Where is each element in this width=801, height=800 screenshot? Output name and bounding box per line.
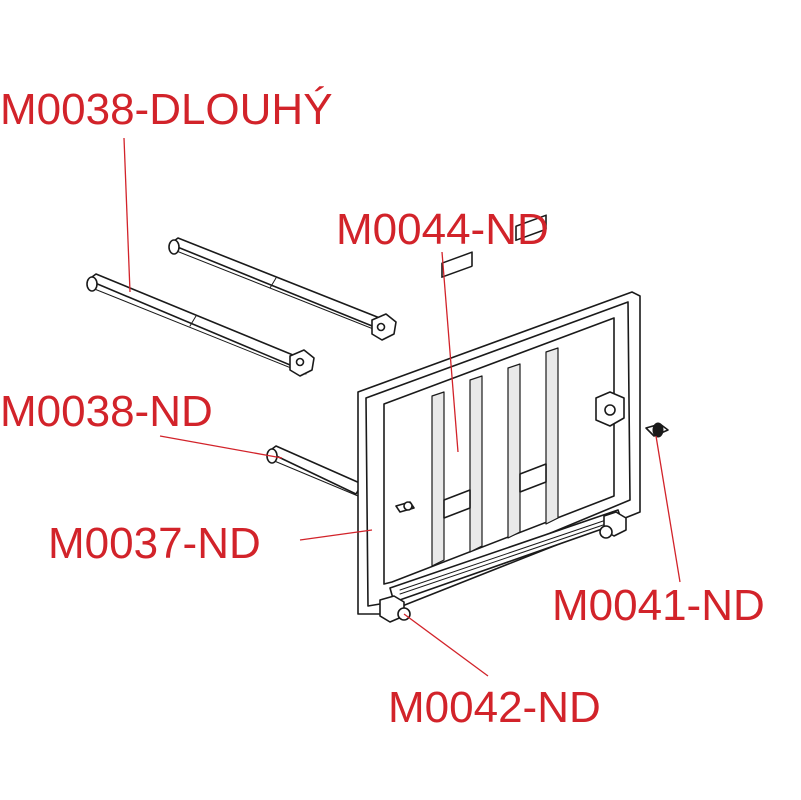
label-m0038: M0038-ND	[0, 387, 213, 436]
leader-m0038-dlouhy	[123, 137, 131, 293]
label-m0044: M0044-ND	[336, 205, 549, 254]
label-m0038-dlouhy: M0038-DLOUHÝ	[0, 85, 333, 134]
screw	[645, 422, 669, 438]
leader-m0044	[441, 251, 459, 453]
leader-m0041	[655, 435, 681, 583]
leader-m0038	[159, 435, 283, 459]
long-rod-lower	[86, 273, 315, 377]
mounting-frame	[357, 214, 641, 623]
leader-m0042	[403, 613, 489, 677]
label-m0041: M0041-ND	[552, 581, 765, 630]
label-m0037: M0037-ND	[48, 519, 261, 568]
leader-m0037	[299, 529, 373, 541]
short-rod	[266, 445, 363, 497]
long-rod-upper	[168, 237, 397, 341]
label-m0042: M0042-ND	[388, 683, 601, 732]
